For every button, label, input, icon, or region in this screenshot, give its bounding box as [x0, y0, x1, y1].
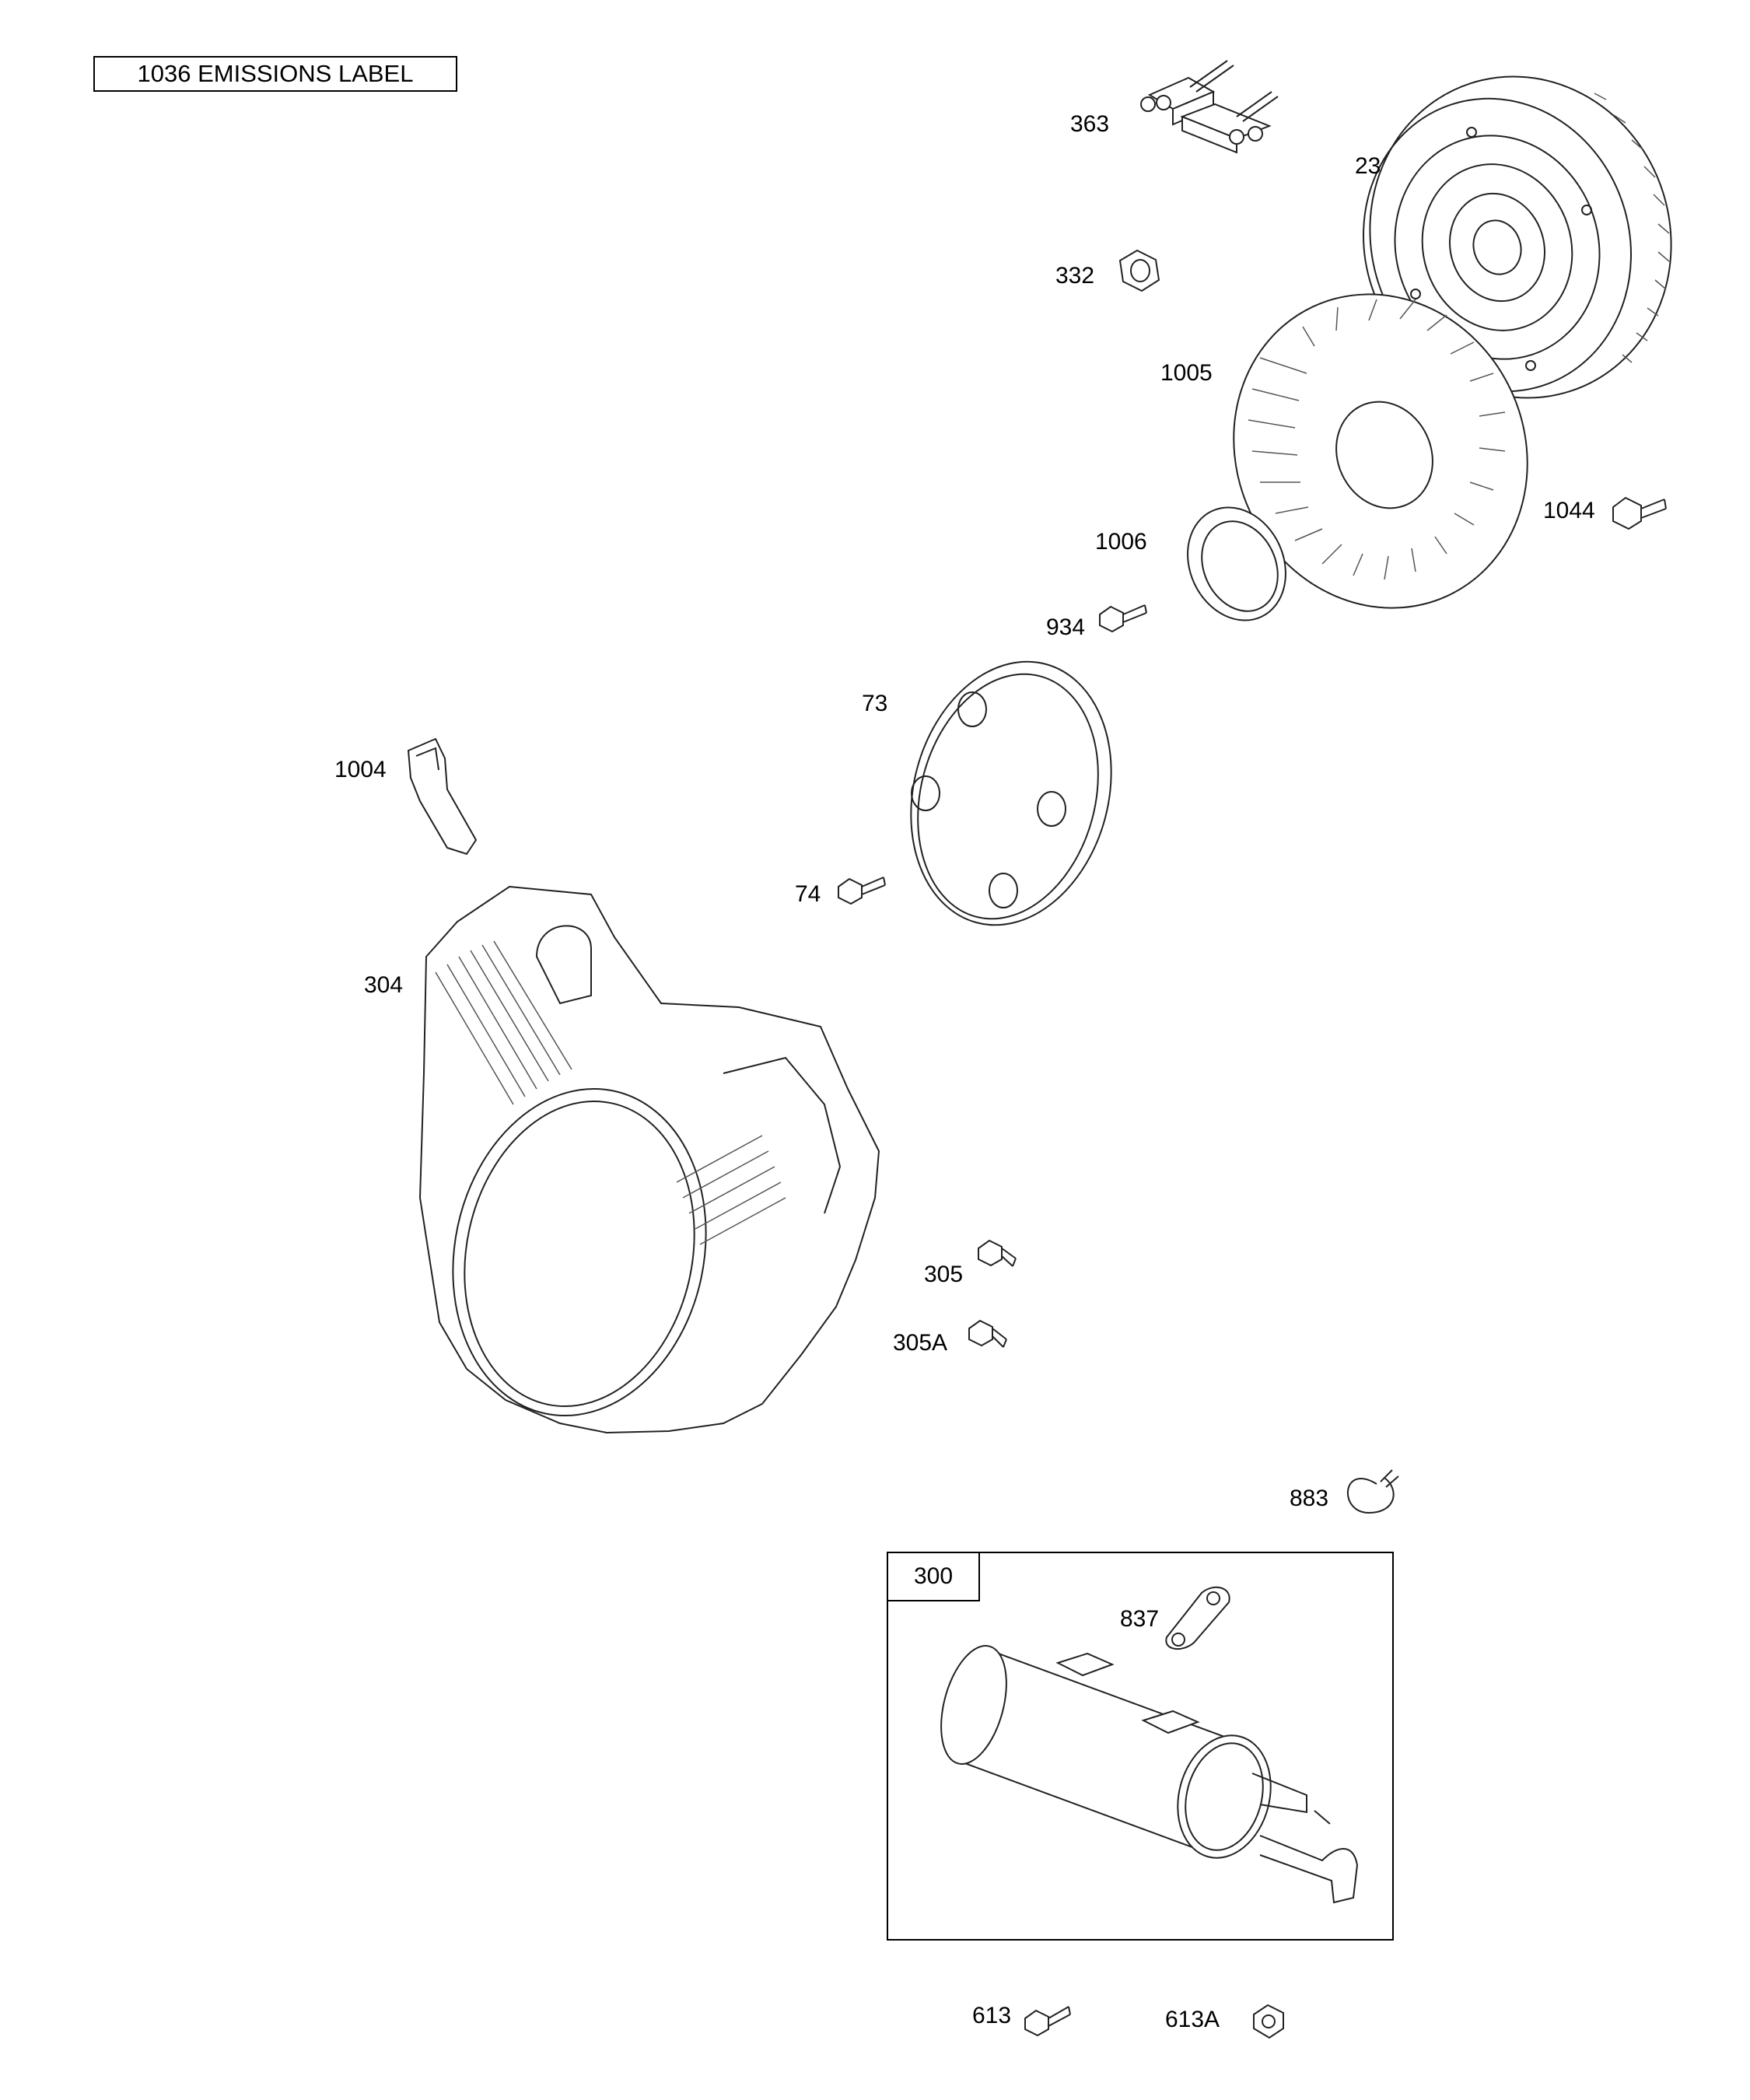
- part-332-nut: [1118, 249, 1160, 292]
- callout-74: 74: [795, 881, 821, 907]
- callout-837: 837: [1120, 1606, 1160, 1632]
- callout-363: 363: [1070, 111, 1110, 137]
- part-883-clamp: [1346, 1469, 1399, 1514]
- callout-613a: 613A: [1165, 2007, 1220, 2032]
- callout-73: 73: [862, 691, 888, 716]
- part-613a-screw: [1253, 2004, 1284, 2039]
- part-305-screw: [978, 1239, 1017, 1267]
- part-1004-clip: [407, 737, 478, 856]
- part-363-bracket: [1140, 60, 1279, 154]
- callout-1006: 1006: [1095, 529, 1147, 555]
- callout-1044: 1044: [1543, 498, 1595, 523]
- callout-23: 23: [1355, 153, 1381, 179]
- emissions-label-box: 1036 EMISSIONS LABEL: [93, 56, 457, 92]
- callout-934: 934: [1046, 614, 1086, 640]
- callout-1004: 1004: [334, 757, 387, 782]
- callout-1005: 1005: [1160, 360, 1213, 386]
- callout-305: 305: [924, 1262, 964, 1287]
- callout-332: 332: [1055, 263, 1095, 289]
- part-73-cover: [910, 660, 1112, 926]
- muffler-kit-frame: [887, 1552, 1394, 1941]
- kit-300-label: 300: [887, 1552, 980, 1601]
- part-304-blower-housing: [418, 885, 880, 1434]
- part-1005-fan: [1233, 293, 1528, 609]
- callout-304: 304: [364, 972, 404, 998]
- part-305a-screw: [968, 1319, 1007, 1348]
- callout-613: 613: [972, 2003, 1012, 2028]
- part-934-screw: [1099, 604, 1147, 633]
- part-300-muffler: [940, 1645, 1359, 1904]
- callout-305a: 305A: [893, 1330, 948, 1356]
- part-837-gasket: [1165, 1586, 1230, 1650]
- part-613-screw: [1024, 2006, 1071, 2037]
- part-74-screw: [838, 877, 886, 905]
- part-1044-screw: [1612, 496, 1667, 530]
- callout-883: 883: [1290, 1486, 1329, 1511]
- part-1006-screen: [1187, 506, 1286, 621]
